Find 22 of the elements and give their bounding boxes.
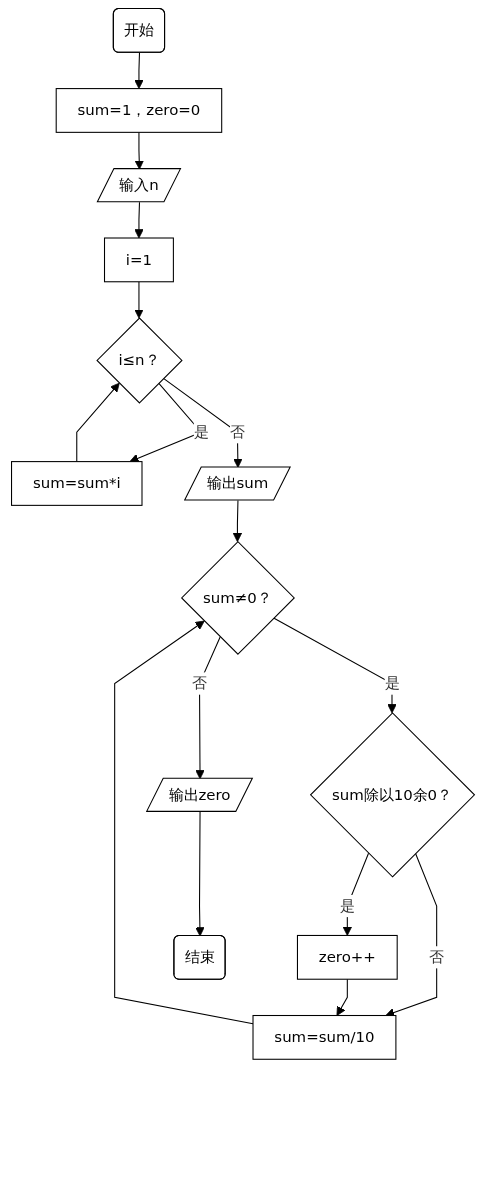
edge-label: 是 (339, 897, 355, 915)
arrow (134, 281, 144, 319)
edge-label: 否 (429, 948, 445, 966)
arrow (195, 811, 205, 937)
node-diamond: sum≠0？ (180, 540, 295, 655)
node-box: i=1 (103, 237, 174, 283)
edge-label: 是 (384, 674, 400, 692)
edge-label: 否 (192, 674, 207, 692)
arrow (134, 52, 144, 89)
arrow (273, 617, 397, 714)
arrow (76, 382, 120, 463)
node-box: sum=sum*i (11, 461, 143, 506)
edge-label: 是 (193, 423, 209, 441)
arrow (232, 500, 243, 543)
node-diamond: sum除以10余0？ (309, 712, 476, 878)
node-box: sum=sum/10 (252, 1014, 397, 1060)
arrow (134, 201, 144, 239)
node-box: sum=1，zero=0 (55, 88, 223, 133)
node-box: zero++ (296, 934, 398, 980)
edge-label: 否 (229, 423, 245, 441)
arrow (336, 978, 348, 1016)
node-diamond: i≤n？ (96, 317, 183, 404)
